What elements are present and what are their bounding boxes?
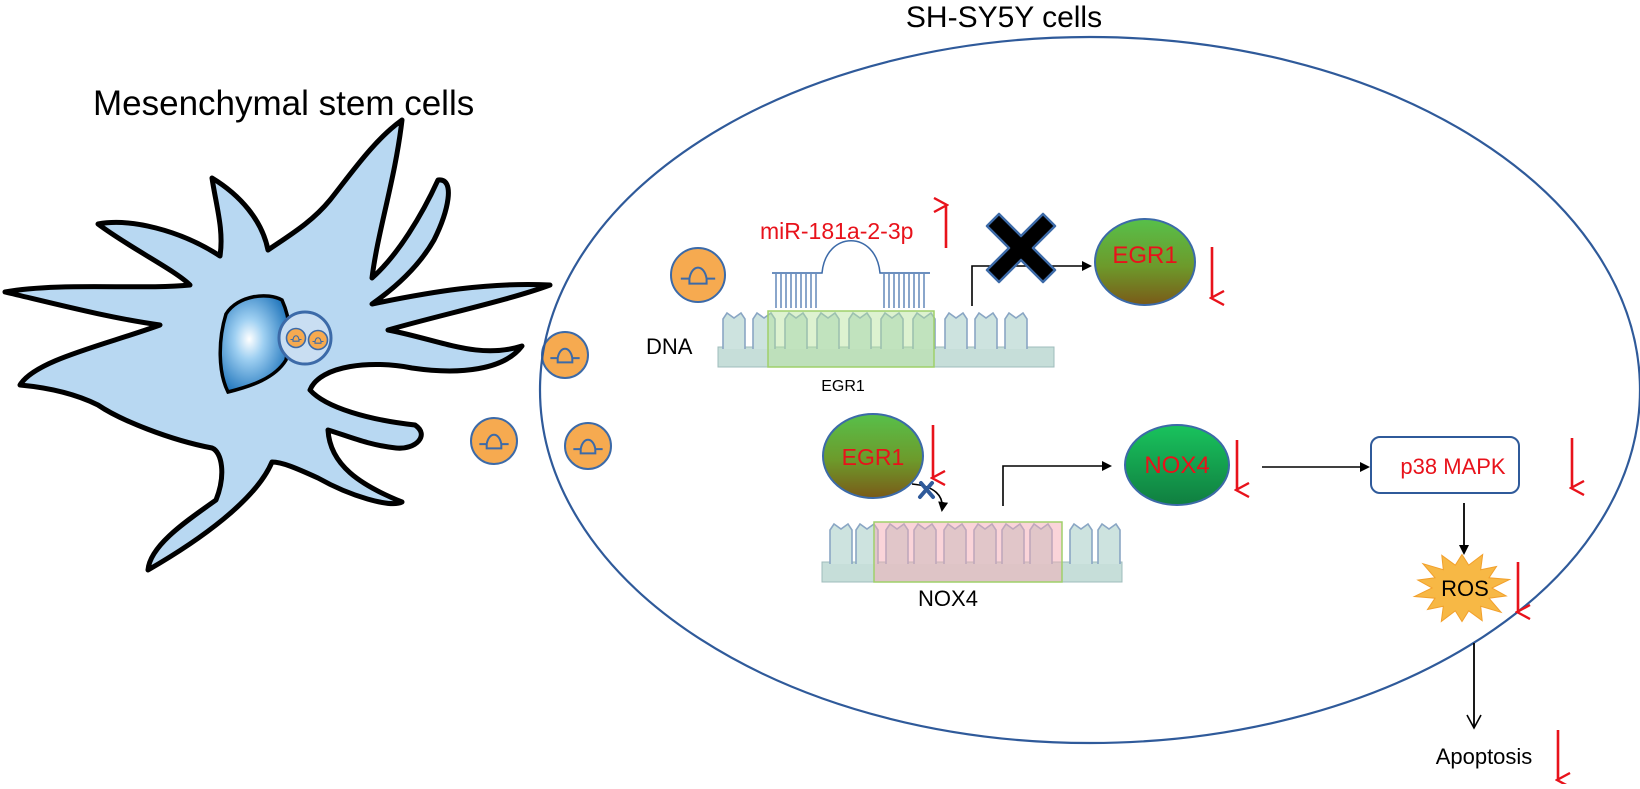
egr1-gene-label: EGR1 <box>821 378 865 395</box>
ros-node: ROS <box>1412 553 1512 623</box>
msc-title: Mesenchymal stem cells <box>93 84 474 123</box>
msc-nucleus <box>218 294 291 395</box>
dna-tooth <box>829 522 853 564</box>
black-x-icon <box>985 212 1057 284</box>
blue-x-icon <box>918 481 935 499</box>
dna-tooth <box>784 311 808 349</box>
dna-tooth <box>752 311 776 349</box>
egr1-protein-bottom-label: EGR1 <box>842 444 905 470</box>
exosome-icon <box>307 329 329 351</box>
egr1-binding-arrow <box>911 483 949 512</box>
exosome-icon <box>285 327 307 349</box>
dna-tooth <box>912 311 936 349</box>
p38-mapk-label: p38 MAPK <box>1400 454 1505 479</box>
ros-label: ROS <box>1441 576 1489 601</box>
mirna-label: miR-181a-2-3p <box>760 218 913 244</box>
shsy5y-cell-outline <box>539 36 1640 744</box>
mirna-binding-strand <box>772 240 930 308</box>
exosome-icon <box>541 331 589 379</box>
dna-tooth <box>1097 522 1121 564</box>
exosome-icon <box>670 247 726 303</box>
nox4-protein: NOX4 <box>1124 424 1230 506</box>
dna-tooth <box>1004 311 1028 349</box>
shsy5y-title: SH-SY5Y cells <box>906 1 1102 34</box>
nox4-protein-label: NOX4 <box>1144 452 1209 479</box>
p38-mapk-node: p38 MAPK <box>1370 436 1520 494</box>
apoptosis-label: Apoptosis <box>1436 744 1533 769</box>
egr1-protein-bottom: EGR1 <box>822 413 924 499</box>
ros-star-icon <box>1412 553 1512 623</box>
egr1-gene-region <box>767 310 935 368</box>
dna-tooth <box>974 311 998 349</box>
dna-tooth <box>880 311 904 349</box>
egr1-protein-top: EGR1 <box>1094 218 1196 306</box>
dna-tooth <box>722 311 746 349</box>
exosome-icon <box>564 422 612 470</box>
dna-tooth <box>816 311 840 349</box>
dna-label: DNA <box>646 334 693 359</box>
nox4-gene-label: NOX4 <box>918 586 978 611</box>
multivesicular-body <box>277 310 333 366</box>
nox4-transcription-arrow <box>1002 461 1112 506</box>
nox4-gene-region <box>873 521 1063 583</box>
dna-tooth <box>944 311 968 349</box>
dna-tooth <box>1069 522 1093 564</box>
egr1-protein-top-label: EGR1 <box>1112 242 1177 269</box>
exosome-icon <box>470 417 518 465</box>
nox4-dna-strand <box>821 521 1123 583</box>
dna-tooth <box>848 311 872 349</box>
egr1-dna-strand <box>717 310 1055 368</box>
